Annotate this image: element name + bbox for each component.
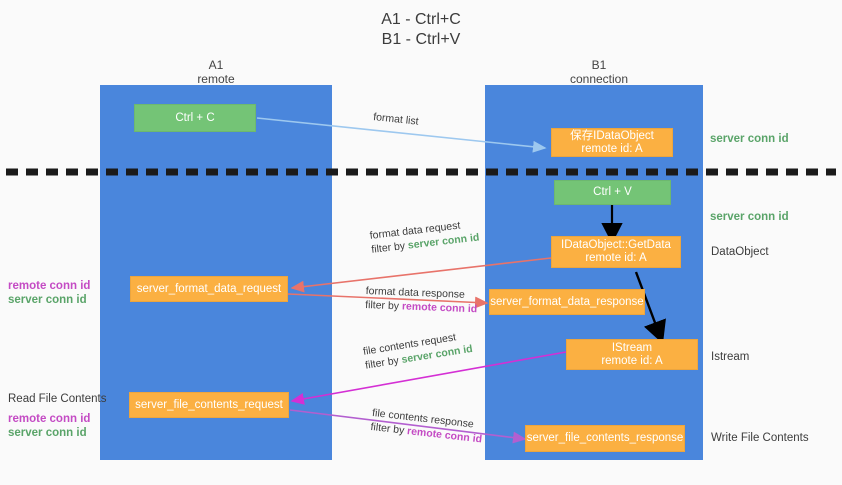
page-title: A1 - Ctrl+C B1 - Ctrl+V bbox=[0, 10, 842, 50]
node-save-dataobject[interactable]: 保存IDataObject remote id: A bbox=[551, 128, 673, 157]
column-a1-name: A1 bbox=[208, 58, 224, 72]
right-note-dataobject: DataObject bbox=[711, 246, 769, 258]
edge-file-contents-response bbox=[289, 409, 527, 444]
right-note-istream: Istream bbox=[711, 351, 750, 363]
node-fmt-req-label: server_format_data_request bbox=[136, 282, 282, 295]
edge-format-data-response bbox=[287, 293, 489, 309]
column-header-a1: A1 remote bbox=[126, 58, 306, 86]
node-server-format-data-request[interactable]: server_format_data_request bbox=[130, 276, 288, 302]
title-line-1: A1 - Ctrl+C bbox=[381, 11, 461, 28]
edge-label-format-list-text: format list bbox=[372, 110, 420, 128]
right-note-server-conn-id-2: server conn id bbox=[710, 211, 789, 223]
left-note-group-1: remote conn id server conn id bbox=[8, 279, 90, 307]
right-note-server-conn-id-1: server conn id bbox=[710, 133, 789, 145]
node-getdata-line1: IDataObject::GetData bbox=[561, 239, 671, 251]
left-note-server-conn-id-2: server conn id bbox=[8, 427, 87, 439]
column-a1-sub: remote bbox=[197, 72, 235, 86]
node-save-dataobject-line1: 保存IDataObject bbox=[570, 129, 654, 142]
edge-format-list bbox=[256, 117, 547, 153]
node-file-req-label: server_file_contents_request bbox=[135, 398, 283, 411]
node-getdata-line2: remote id: A bbox=[585, 252, 647, 264]
node-fmt-resp-label: server_format_data_response bbox=[490, 295, 644, 308]
node-istream-line1: IStream bbox=[611, 341, 653, 354]
column-header-b1: B1 connection bbox=[514, 58, 684, 86]
node-ctrl-c[interactable]: Ctrl + C bbox=[134, 104, 256, 132]
left-note-read-file-contents: Read File Contents bbox=[8, 393, 107, 405]
edge-label-file-contents-request: file contents request filter by server c… bbox=[362, 328, 474, 373]
node-ctrl-v[interactable]: Ctrl + V bbox=[554, 180, 671, 205]
node-istream-line2: remote id: A bbox=[601, 354, 663, 367]
title-line-2: B1 - Ctrl+V bbox=[381, 31, 461, 48]
edge-getdata-istream bbox=[634, 271, 666, 344]
edge-label-fdresp-filter: filter by remote conn id bbox=[365, 298, 477, 316]
column-b1-sub: connection bbox=[569, 72, 629, 86]
node-ctrl-c-label: Ctrl + C bbox=[175, 111, 215, 124]
edge-label-fdresp-filter-prefix: filter by bbox=[364, 298, 403, 313]
node-file-resp-label: server_file_contents_response bbox=[526, 432, 684, 444]
edge-label-format-data-request: format data request filter by server con… bbox=[369, 217, 480, 257]
node-save-dataobject-line2: remote id: A bbox=[581, 142, 643, 155]
right-note-write-file-contents: Write File Contents bbox=[711, 432, 809, 444]
left-note-server-conn-id-1: server conn id bbox=[8, 294, 87, 306]
left-note-remote-conn-id-2: remote conn id bbox=[8, 413, 91, 425]
node-server-file-contents-response[interactable]: server_file_contents_response bbox=[525, 425, 685, 452]
edge-label-fcresp-filter-prefix: filter by bbox=[369, 420, 408, 437]
edge-label-file-contents-response: file contents response filter by remote … bbox=[370, 406, 484, 447]
node-getdata[interactable]: IDataObject::GetData remote id: A bbox=[551, 236, 681, 268]
node-ctrl-v-label: Ctrl + V bbox=[593, 186, 632, 198]
edge-format-data-request bbox=[290, 257, 552, 293]
node-istream[interactable]: IStream remote id: A bbox=[566, 339, 698, 370]
left-note-group-2: remote conn id server conn id bbox=[8, 412, 90, 440]
edge-file-contents-request bbox=[290, 351, 567, 405]
edge-label-format-list: format list bbox=[373, 110, 420, 129]
edge-label-fdreq-filter-prefix: filter by bbox=[370, 239, 409, 256]
node-server-file-contents-request[interactable]: server_file_contents_request bbox=[129, 392, 289, 418]
node-server-format-data-response[interactable]: server_format_data_response bbox=[489, 289, 645, 315]
column-b1-name: B1 bbox=[591, 58, 607, 72]
left-note-remote-conn-id-1: remote conn id bbox=[8, 280, 91, 292]
edge-label-fdresp-filter-value: remote conn id bbox=[401, 300, 478, 316]
edge-label-format-data-response: format data response filter by remote co… bbox=[365, 284, 478, 316]
